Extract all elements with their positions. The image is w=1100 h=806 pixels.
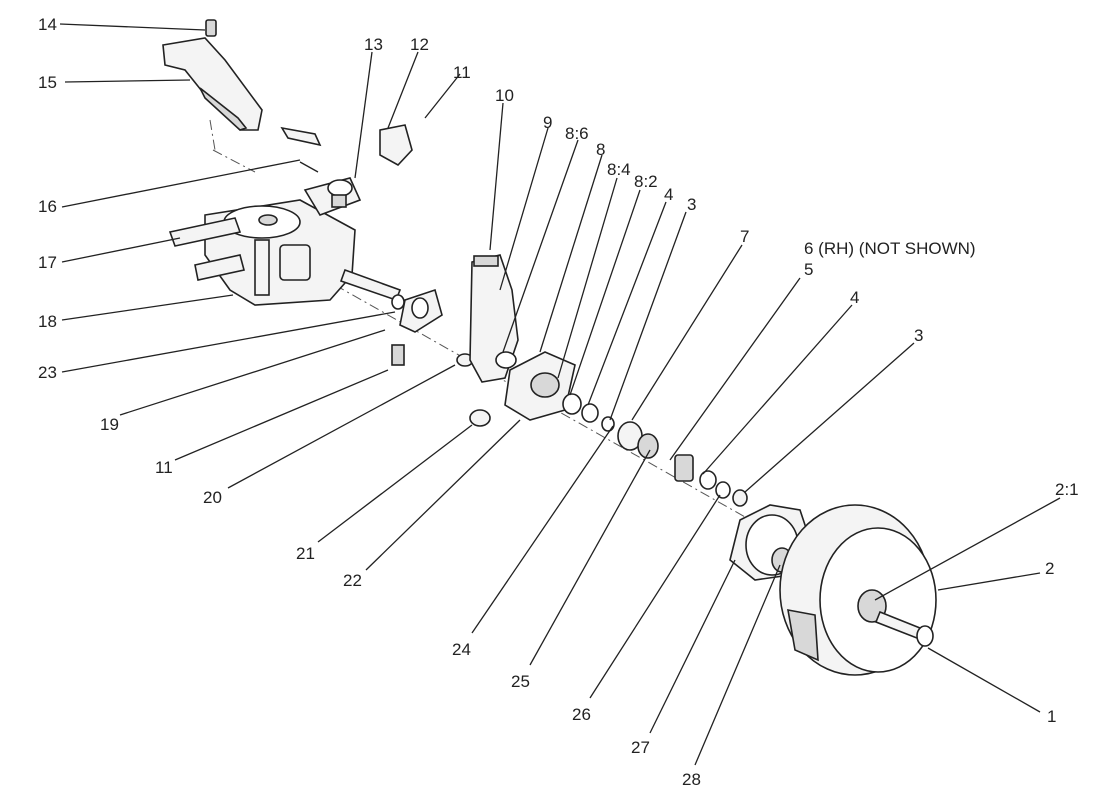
callout-4-upper: 4 — [664, 185, 673, 204]
callout-16: 16 — [38, 197, 57, 216]
callout-1: 1 — [1047, 707, 1056, 726]
callout-19: 19 — [100, 415, 119, 434]
transmission-housing — [204, 177, 362, 306]
callout-11-lower: 11 — [155, 458, 173, 477]
leader-lines — [59, 23, 1061, 766]
shaft-bearing-parts — [391, 288, 491, 427]
callout-28: 28 — [682, 770, 701, 789]
callout-15: 15 — [38, 73, 57, 92]
callout-25: 25 — [511, 672, 530, 691]
callout-22: 22 — [343, 571, 362, 590]
callout-21: 21 — [296, 544, 315, 563]
callout-14: 14 — [38, 15, 57, 34]
callout-7: 7 — [740, 227, 749, 246]
drive-shaft-left — [168, 217, 402, 302]
callout-2: 2 — [1045, 559, 1054, 578]
callout-13: 13 — [364, 35, 383, 54]
callout-4-lower: 4 — [850, 288, 859, 307]
callout-17: 17 — [38, 253, 57, 272]
callout-20: 20 — [203, 488, 222, 507]
callout-8-6: 8:6 — [565, 124, 589, 143]
callout-12: 12 — [410, 35, 429, 54]
rear-wheel-tire — [779, 504, 937, 676]
callout-labels: 14 15 13 12 11 10 9 8:6 8 8:4 8:2 4 3 7 … — [38, 15, 1079, 789]
callout-9: 9 — [543, 113, 552, 132]
assembly-axis — [209, 119, 831, 566]
callout-11-upper: 11 — [453, 63, 471, 82]
wheel-bolt — [874, 610, 934, 647]
callout-6-rh-not-shown: 6 (RH) (NOT SHOWN) — [804, 239, 976, 258]
callout-3-upper: 3 — [687, 195, 696, 214]
callout-3-lower: 3 — [914, 326, 923, 345]
callout-23: 23 — [38, 363, 57, 382]
callout-24: 24 — [452, 640, 471, 659]
callout-27: 27 — [631, 738, 650, 757]
callout-8: 8 — [596, 140, 605, 159]
height-adjust-bracket — [469, 254, 519, 383]
washers-and-bearings — [562, 393, 748, 507]
shift-lever-bracket — [162, 19, 263, 131]
callout-5: 5 — [804, 260, 813, 279]
callout-2-1: 2:1 — [1055, 480, 1079, 499]
callout-8-2: 8:2 — [634, 172, 658, 191]
callout-8-4: 8:4 — [607, 160, 631, 179]
cable-clip-parts — [280, 124, 413, 208]
callout-10: 10 — [495, 86, 514, 105]
callout-26: 26 — [572, 705, 591, 724]
callout-18: 18 — [38, 312, 57, 331]
